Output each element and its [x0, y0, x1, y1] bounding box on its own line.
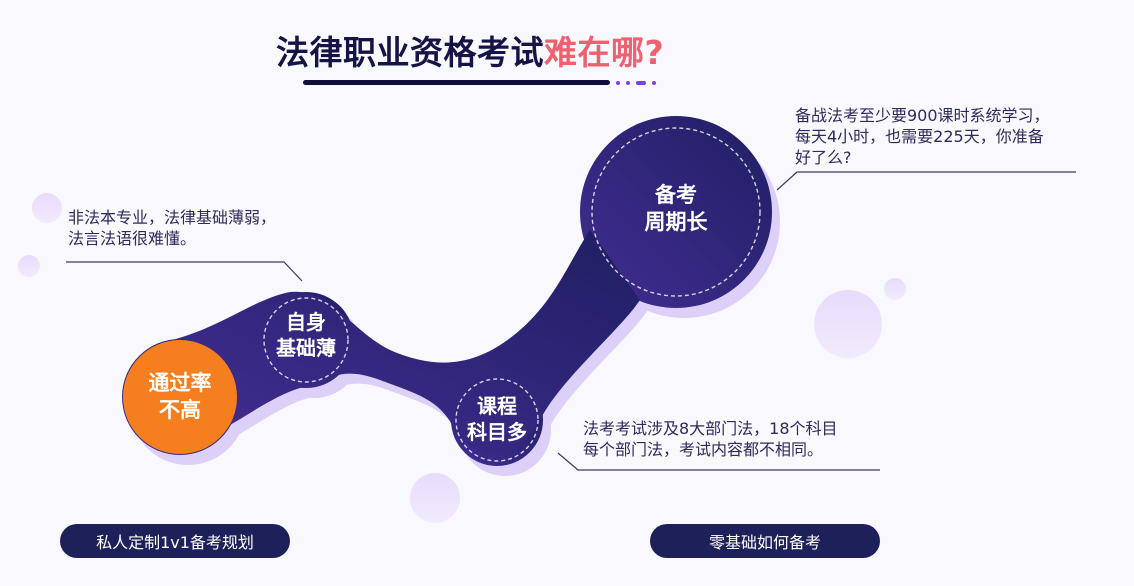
- note-weak-foundation-line1: 非法本专业，法律基础薄弱，: [68, 208, 277, 227]
- note-weak-foundation: 非法本专业，法律基础薄弱， 法言法语很难懂。: [68, 208, 276, 250]
- node-many-subjects-line2: 科目多: [467, 420, 527, 444]
- node-weak-foundation-line1: 自身: [286, 310, 326, 334]
- note-long-cycle-line3: 好了么?: [795, 147, 852, 167]
- custom-plan-button[interactable]: 私人定制1v1备考规划: [60, 524, 290, 558]
- title-dot: [636, 81, 646, 85]
- decor-bubble: [410, 473, 460, 523]
- node-many-subjects: 课程 科目多: [447, 393, 547, 445]
- note-long-cycle-line1: 备战法考至少要900课时系统学习，: [795, 106, 1050, 125]
- node-pass-rate-line2: 不高: [159, 398, 201, 423]
- title-dot: [626, 81, 630, 85]
- title-dot: [616, 81, 620, 85]
- note-many-subjects: 法考考试涉及8大部门法，18个科目 每个部门法，考试内容都不相同。: [583, 419, 838, 461]
- zero-basis-button[interactable]: 零基础如何备考: [650, 524, 880, 558]
- page-title: 法律职业资格考试难在哪?: [276, 26, 664, 74]
- node-pass-rate: 通过率 不高: [130, 370, 230, 425]
- node-weak-foundation: 自身 基础薄: [256, 309, 356, 361]
- node-long-cycle-line1: 备考: [655, 183, 697, 207]
- note-many-subjects-line1: 法考考试涉及8大部门法，18个科目: [583, 419, 838, 438]
- orange-node-circle: [123, 340, 237, 454]
- decor-bubble: [814, 290, 882, 358]
- decor-bubble: [884, 278, 906, 300]
- note-weak-foundation-line2: 法言法语很难懂。: [68, 228, 197, 248]
- node-long-cycle: 备考 周期长: [616, 182, 736, 237]
- note-long-cycle: 备战法考至少要900课时系统学习， 每天4小时，也需要225天，你准备 好了么?: [795, 106, 1050, 168]
- title-dot: [652, 81, 656, 85]
- page-title-highlight: 难在哪?: [544, 33, 665, 72]
- node-long-cycle-line2: 周期长: [644, 210, 708, 235]
- note-long-cycle-line2: 每天4小时，也需要225天，你准备: [795, 126, 1044, 146]
- title-underline: [303, 80, 610, 85]
- note-many-subjects-line2: 每个部门法，考试内容都不相同。: [583, 439, 824, 459]
- decor-bubble: [18, 255, 40, 277]
- node-many-subjects-line1: 课程: [477, 394, 517, 418]
- page-title-main: 法律职业资格考试: [276, 33, 544, 72]
- node-pass-rate-line1: 通过率: [148, 371, 212, 395]
- decor-bubble: [32, 193, 62, 223]
- node-weak-foundation-line2: 基础薄: [276, 336, 336, 360]
